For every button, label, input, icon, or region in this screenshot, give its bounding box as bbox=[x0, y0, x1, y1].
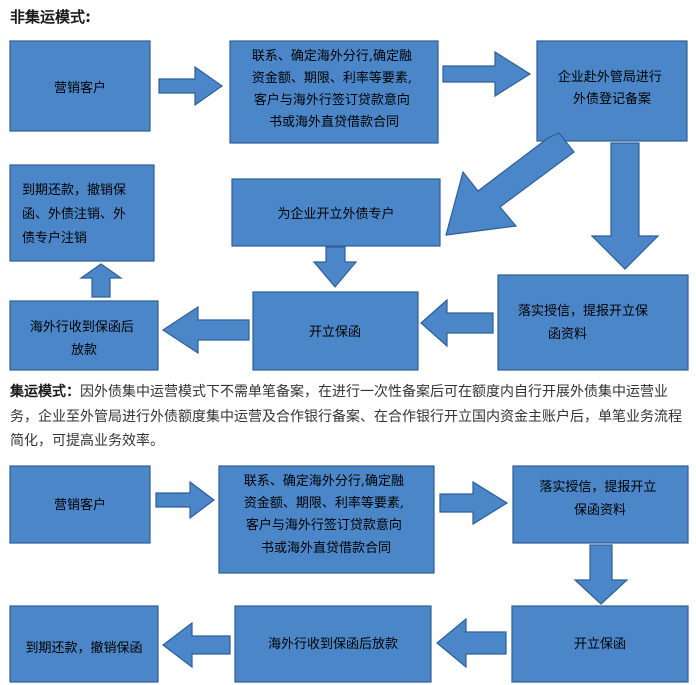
box-repay-cancel bbox=[9, 164, 155, 262]
box-text-issue-guarantee: 开立保函 bbox=[574, 637, 626, 652]
flowchart-non-centralized: 营销客户 联系、确定海外分行,确定融 资金额、期限、利率等要素, 客户与海外行签… bbox=[9, 40, 689, 371]
box-text-credit-materials: 落实授信，提报开立 保函资料 bbox=[539, 479, 660, 518]
box-confirm-overseas-branch bbox=[229, 40, 439, 144]
box-issue-guarantee bbox=[511, 605, 689, 683]
box-text-overseas-loan: 海外行收到保函后 放款 bbox=[30, 320, 138, 358]
box-credit-materials bbox=[512, 465, 689, 544]
box-text-open-foreign-debt-account: 为企业开立外债专户 bbox=[277, 206, 394, 222]
box-register-filing bbox=[536, 40, 688, 142]
centralized-mode-label: 集运模式： bbox=[10, 384, 80, 400]
box-repay-cancel bbox=[9, 605, 159, 683]
centralized-mode-text: 因外债集中运营模式下不需单笔备案，在进行一次性备案后可在额度内自行开展外债集中运… bbox=[10, 384, 682, 449]
arrow-left bbox=[161, 305, 250, 355]
arrow-down bbox=[312, 246, 358, 288]
non-centralized-mode-heading: 非集运模式: bbox=[10, 8, 91, 26]
centralized-mode-description: 集运模式：因外债集中运营模式下不需单笔备案，在进行一次性备案后可在额度内自行开展… bbox=[10, 380, 690, 454]
flowchart-centralized: 营销客户 联系、确定海外分行,确定融 资金额、期限、利率等要素, 客户与海外行签… bbox=[9, 465, 689, 683]
box-open-foreign-debt-account bbox=[231, 178, 441, 247]
arrow-right bbox=[442, 50, 532, 98]
arrow-down bbox=[590, 142, 660, 270]
box-text-repay-cancel: 到期还款，撤销保函 bbox=[25, 640, 142, 656]
box-text-issue-guarantee: 开立保函 bbox=[309, 325, 361, 340]
arrow-left bbox=[436, 617, 507, 669]
box-issue-guarantee bbox=[252, 291, 419, 371]
arrow-left bbox=[162, 621, 231, 669]
box-text-marketing-client: 营销客户 bbox=[54, 497, 106, 513]
arrow-right bbox=[439, 480, 509, 526]
arrow-right bbox=[158, 65, 224, 107]
box-credit-materials bbox=[497, 274, 689, 371]
box-text-register-filing: 企业赴外管局进行 外债登记备案 bbox=[558, 69, 666, 107]
box-confirm-overseas-branch bbox=[218, 465, 435, 574]
box-text-overseas-loan: 海外行收到保函后放款 bbox=[268, 637, 398, 652]
box-text-marketing-client: 营销客户 bbox=[54, 80, 106, 96]
box-overseas-loan bbox=[234, 605, 432, 683]
box-text-confirm-overseas-branch: 联系、确定海外分行,确定融 资金额、期限、利率等要素, 客户与海外行签订贷款意向… bbox=[244, 474, 408, 556]
box-text-credit-materials: 落实授信，提报开立保 函资料 bbox=[518, 303, 652, 342]
box-marketing-client bbox=[9, 465, 151, 544]
arrow-diagonal bbox=[445, 132, 575, 236]
arrow-right bbox=[155, 480, 215, 520]
arrow-up bbox=[79, 263, 123, 298]
box-text-repay-cancel: 到期还款，撤销保 函、外债注销、外 债专户注销 bbox=[22, 182, 130, 246]
box-overseas-loan bbox=[9, 300, 159, 371]
arrow-left bbox=[420, 298, 494, 348]
box-marketing-client bbox=[9, 40, 151, 132]
box-text-confirm-overseas-branch: 联系、确定海外分行,确定融 资金额、期限、利率等要素, 客户与海外行签订贷款意向… bbox=[252, 49, 416, 130]
arrow-down bbox=[573, 544, 629, 605]
